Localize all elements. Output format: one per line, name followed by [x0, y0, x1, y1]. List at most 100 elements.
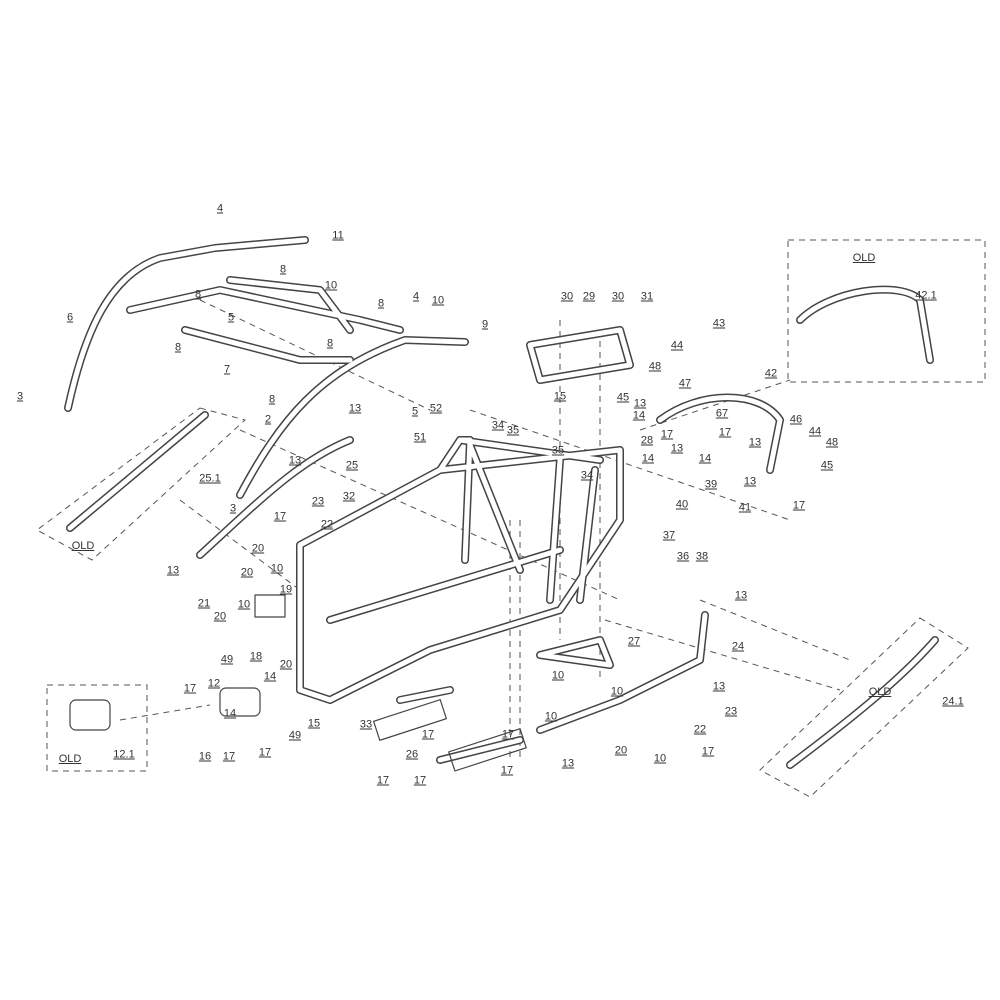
callout-part-14[interactable]: 14: [632, 409, 646, 422]
callout-part-23[interactable]: 23: [724, 705, 738, 718]
callout-part-9[interactable]: 9: [481, 318, 489, 331]
callout-part-19[interactable]: 19: [279, 583, 293, 596]
callout-part-10[interactable]: 10: [270, 562, 284, 575]
callout-part-41[interactable]: 41: [738, 501, 752, 514]
callout-part-24-1[interactable]: 24.1: [942, 695, 964, 708]
callout-part-20[interactable]: 20: [251, 542, 265, 555]
callout-part-17[interactable]: 17: [701, 745, 715, 758]
callout-part-13[interactable]: 13: [166, 564, 180, 577]
callout-part-48[interactable]: 48: [648, 360, 662, 373]
callout-part-38[interactable]: 38: [695, 550, 709, 563]
callout-part-4[interactable]: 4: [412, 290, 420, 303]
callout-part-45[interactable]: 45: [616, 391, 630, 404]
callout-part-44[interactable]: 44: [808, 425, 822, 438]
callout-part-8[interactable]: 8: [326, 337, 334, 350]
callout-part-12[interactable]: 12: [207, 677, 221, 690]
callout-part-32[interactable]: 32: [342, 490, 356, 503]
callout-part-13[interactable]: 13: [743, 475, 757, 488]
callout-part-17[interactable]: 17: [501, 728, 515, 741]
callout-part-39[interactable]: 39: [704, 478, 718, 491]
callout-part-12-1[interactable]: 12.1: [113, 748, 135, 761]
callout-part-17[interactable]: 17: [222, 750, 236, 763]
callout-part-14[interactable]: 14: [223, 707, 237, 720]
callout-part-14[interactable]: 14: [698, 452, 712, 465]
callout-part-45[interactable]: 45: [820, 459, 834, 472]
callout-part-18[interactable]: 18: [249, 650, 263, 663]
callout-part-10[interactable]: 10: [237, 598, 251, 611]
callout-part-35[interactable]: 35: [551, 444, 565, 457]
callout-part-13[interactable]: 13: [748, 436, 762, 449]
callout-part-31[interactable]: 31: [640, 290, 654, 303]
callout-part-10[interactable]: 10: [653, 752, 667, 765]
callout-part-17[interactable]: 17: [421, 728, 435, 741]
callout-part-23[interactable]: 23: [311, 495, 325, 508]
callout-part-37[interactable]: 37: [662, 529, 676, 542]
callout-part-8[interactable]: 8: [279, 263, 287, 276]
callout-part-24[interactable]: 24: [731, 640, 745, 653]
callout-part-22[interactable]: 22: [693, 723, 707, 736]
callout-part-14[interactable]: 14: [263, 670, 277, 683]
callout-part-17[interactable]: 17: [718, 426, 732, 439]
callout-part-8[interactable]: 8: [174, 341, 182, 354]
callout-part-5[interactable]: 5: [227, 311, 235, 324]
callout-part-17[interactable]: 17: [500, 764, 514, 777]
callout-part-15[interactable]: 15: [553, 390, 567, 403]
callout-part-20[interactable]: 20: [213, 610, 227, 623]
callout-part-48[interactable]: 48: [825, 436, 839, 449]
callout-part-8[interactable]: 8: [194, 288, 202, 301]
callout-part-8[interactable]: 8: [377, 297, 385, 310]
callout-part-13[interactable]: 13: [670, 442, 684, 455]
callout-part-26[interactable]: 26: [405, 748, 419, 761]
callout-part-46[interactable]: 46: [789, 413, 803, 426]
callout-part-2[interactable]: 2: [264, 413, 272, 426]
callout-part-20[interactable]: 20: [279, 658, 293, 671]
callout-part-10[interactable]: 10: [610, 685, 624, 698]
callout-part-28[interactable]: 28: [640, 434, 654, 447]
callout-part-17[interactable]: 17: [258, 746, 272, 759]
callout-part-17[interactable]: 17: [183, 682, 197, 695]
callout-part-6[interactable]: 6: [66, 311, 74, 324]
callout-part-34[interactable]: 34: [491, 419, 505, 432]
callout-part-13[interactable]: 13: [712, 680, 726, 693]
callout-part-36[interactable]: 36: [676, 550, 690, 563]
callout-part-3[interactable]: 3: [229, 502, 237, 515]
callout-part-35[interactable]: 35: [506, 424, 520, 437]
callout-part-16[interactable]: 16: [198, 750, 212, 763]
callout-part-52[interactable]: 52: [429, 402, 443, 415]
callout-part-25[interactable]: 25: [345, 459, 359, 472]
callout-part-10[interactable]: 10: [551, 669, 565, 682]
callout-part-40[interactable]: 40: [675, 498, 689, 511]
callout-part-4[interactable]: 4: [216, 202, 224, 215]
callout-part-3[interactable]: 3: [16, 390, 24, 403]
callout-part-13[interactable]: 13: [633, 397, 647, 410]
callout-part-49[interactable]: 49: [288, 729, 302, 742]
callout-part-17[interactable]: 17: [273, 510, 287, 523]
callout-part-47[interactable]: 47: [678, 377, 692, 390]
callout-part-33[interactable]: 33: [359, 718, 373, 731]
callout-part-13[interactable]: 13: [734, 589, 748, 602]
callout-part-43[interactable]: 43: [712, 317, 726, 330]
callout-part-29[interactable]: 29: [582, 290, 596, 303]
callout-part-20[interactable]: 20: [240, 566, 254, 579]
callout-part-51[interactable]: 51: [413, 431, 427, 444]
callout-part-10[interactable]: 10: [324, 279, 338, 292]
callout-part-10[interactable]: 10: [431, 294, 445, 307]
callout-part-42-1[interactable]: 42.1: [915, 289, 937, 302]
callout-part-8[interactable]: 8: [268, 393, 276, 406]
callout-part-34[interactable]: 34: [580, 469, 594, 482]
callout-part-42[interactable]: 42: [764, 367, 778, 380]
callout-part-17[interactable]: 17: [413, 774, 427, 787]
callout-part-27[interactable]: 27: [627, 635, 641, 648]
callout-part-10[interactable]: 10: [544, 710, 558, 723]
callout-part-30[interactable]: 30: [611, 290, 625, 303]
callout-part-20[interactable]: 20: [614, 744, 628, 757]
callout-part-44[interactable]: 44: [670, 339, 684, 352]
callout-part-67[interactable]: 67: [715, 407, 729, 420]
callout-part-13[interactable]: 13: [348, 402, 362, 415]
callout-part-17[interactable]: 17: [792, 499, 806, 512]
callout-part-7[interactable]: 7: [223, 363, 231, 376]
callout-part-17[interactable]: 17: [660, 428, 674, 441]
callout-part-5[interactable]: 5: [411, 405, 419, 418]
callout-part-25-1[interactable]: 25.1: [199, 472, 221, 485]
callout-part-13[interactable]: 13: [561, 757, 575, 770]
